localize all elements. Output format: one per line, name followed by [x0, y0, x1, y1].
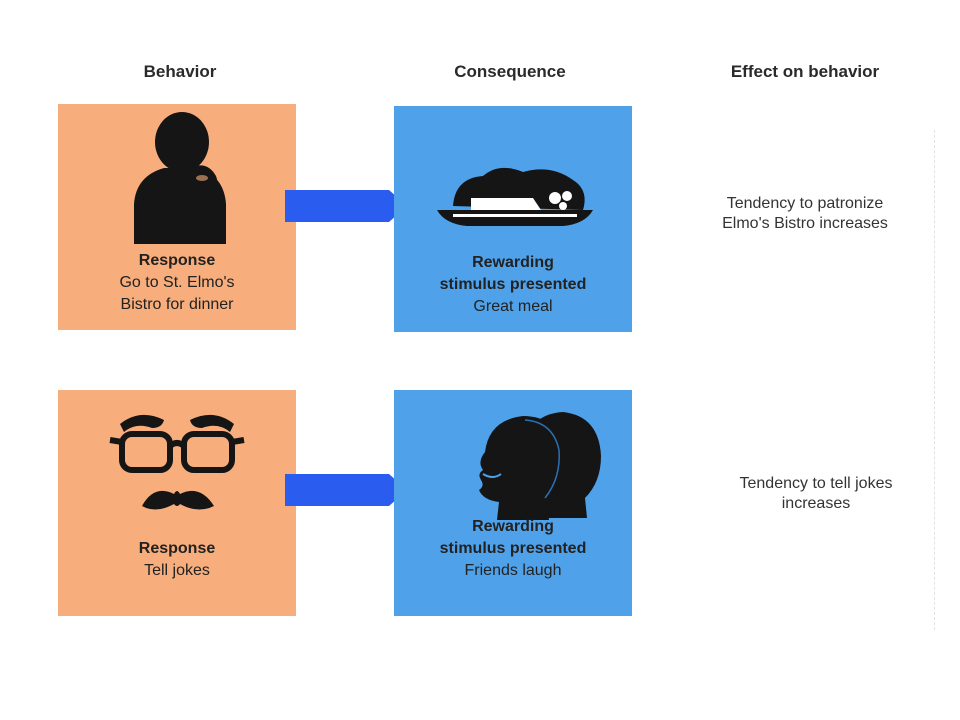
consequence-title: stimulus presented: [439, 276, 587, 293]
consequence-title: Rewarding: [472, 254, 554, 271]
header-behavior: Behavior: [143, 62, 217, 81]
meal-plate-icon: [437, 167, 593, 226]
effect-text-1: Tendency to patronize Elmo's Bistro incr…: [685, 194, 925, 234]
behavior-box-2: Response Tell jokes: [58, 390, 296, 616]
consequence-title: stimulus presented: [439, 540, 587, 557]
laughing-heads-icon: [479, 412, 601, 520]
consequence-caption-1: Rewarding stimulus presented Great meal: [394, 252, 632, 318]
consequence-caption-2: Rewarding stimulus presented Friends lau…: [394, 516, 632, 582]
arrow-right-icon: [285, 190, 407, 222]
consequence-detail: Friends laugh: [464, 562, 562, 579]
behavior-caption-2: Response Tell jokes: [58, 538, 296, 582]
consequence-box-2: Rewarding stimulus presented Friends lau…: [394, 390, 632, 616]
effect-line: Elmo's Bistro increases: [722, 215, 888, 232]
behavior-title: Response: [138, 540, 216, 557]
arrow-right-icon: [285, 474, 407, 506]
consequence-title: Rewarding: [472, 518, 554, 535]
effect-text-2: Tendency to tell jokes increases: [696, 474, 936, 514]
header-consequence: Consequence: [454, 62, 566, 81]
behavior-title: Response: [138, 252, 216, 269]
effect-line: Tendency to patronize: [726, 195, 884, 212]
thinking-person-silhouette-icon: [134, 112, 226, 244]
behavior-line: Go to St. Elmo's: [119, 274, 235, 291]
divider: [934, 130, 935, 630]
consequence-detail: Great meal: [473, 298, 553, 315]
effect-line: increases: [781, 495, 851, 512]
consequence-box-1: Rewarding stimulus presented Great meal: [394, 106, 632, 332]
behavior-line: Bistro for dinner: [120, 296, 234, 313]
effect-line: Tendency to tell jokes: [739, 475, 893, 492]
behavior-line: Tell jokes: [144, 562, 210, 579]
header-effect: Effect on behavior: [730, 62, 880, 81]
behavior-caption-1: Response Go to St. Elmo's Bistro for din…: [58, 250, 296, 316]
behavior-box-1: Response Go to St. Elmo's Bistro for din…: [58, 104, 296, 330]
funny-glasses-mustache-icon: [109, 414, 245, 510]
